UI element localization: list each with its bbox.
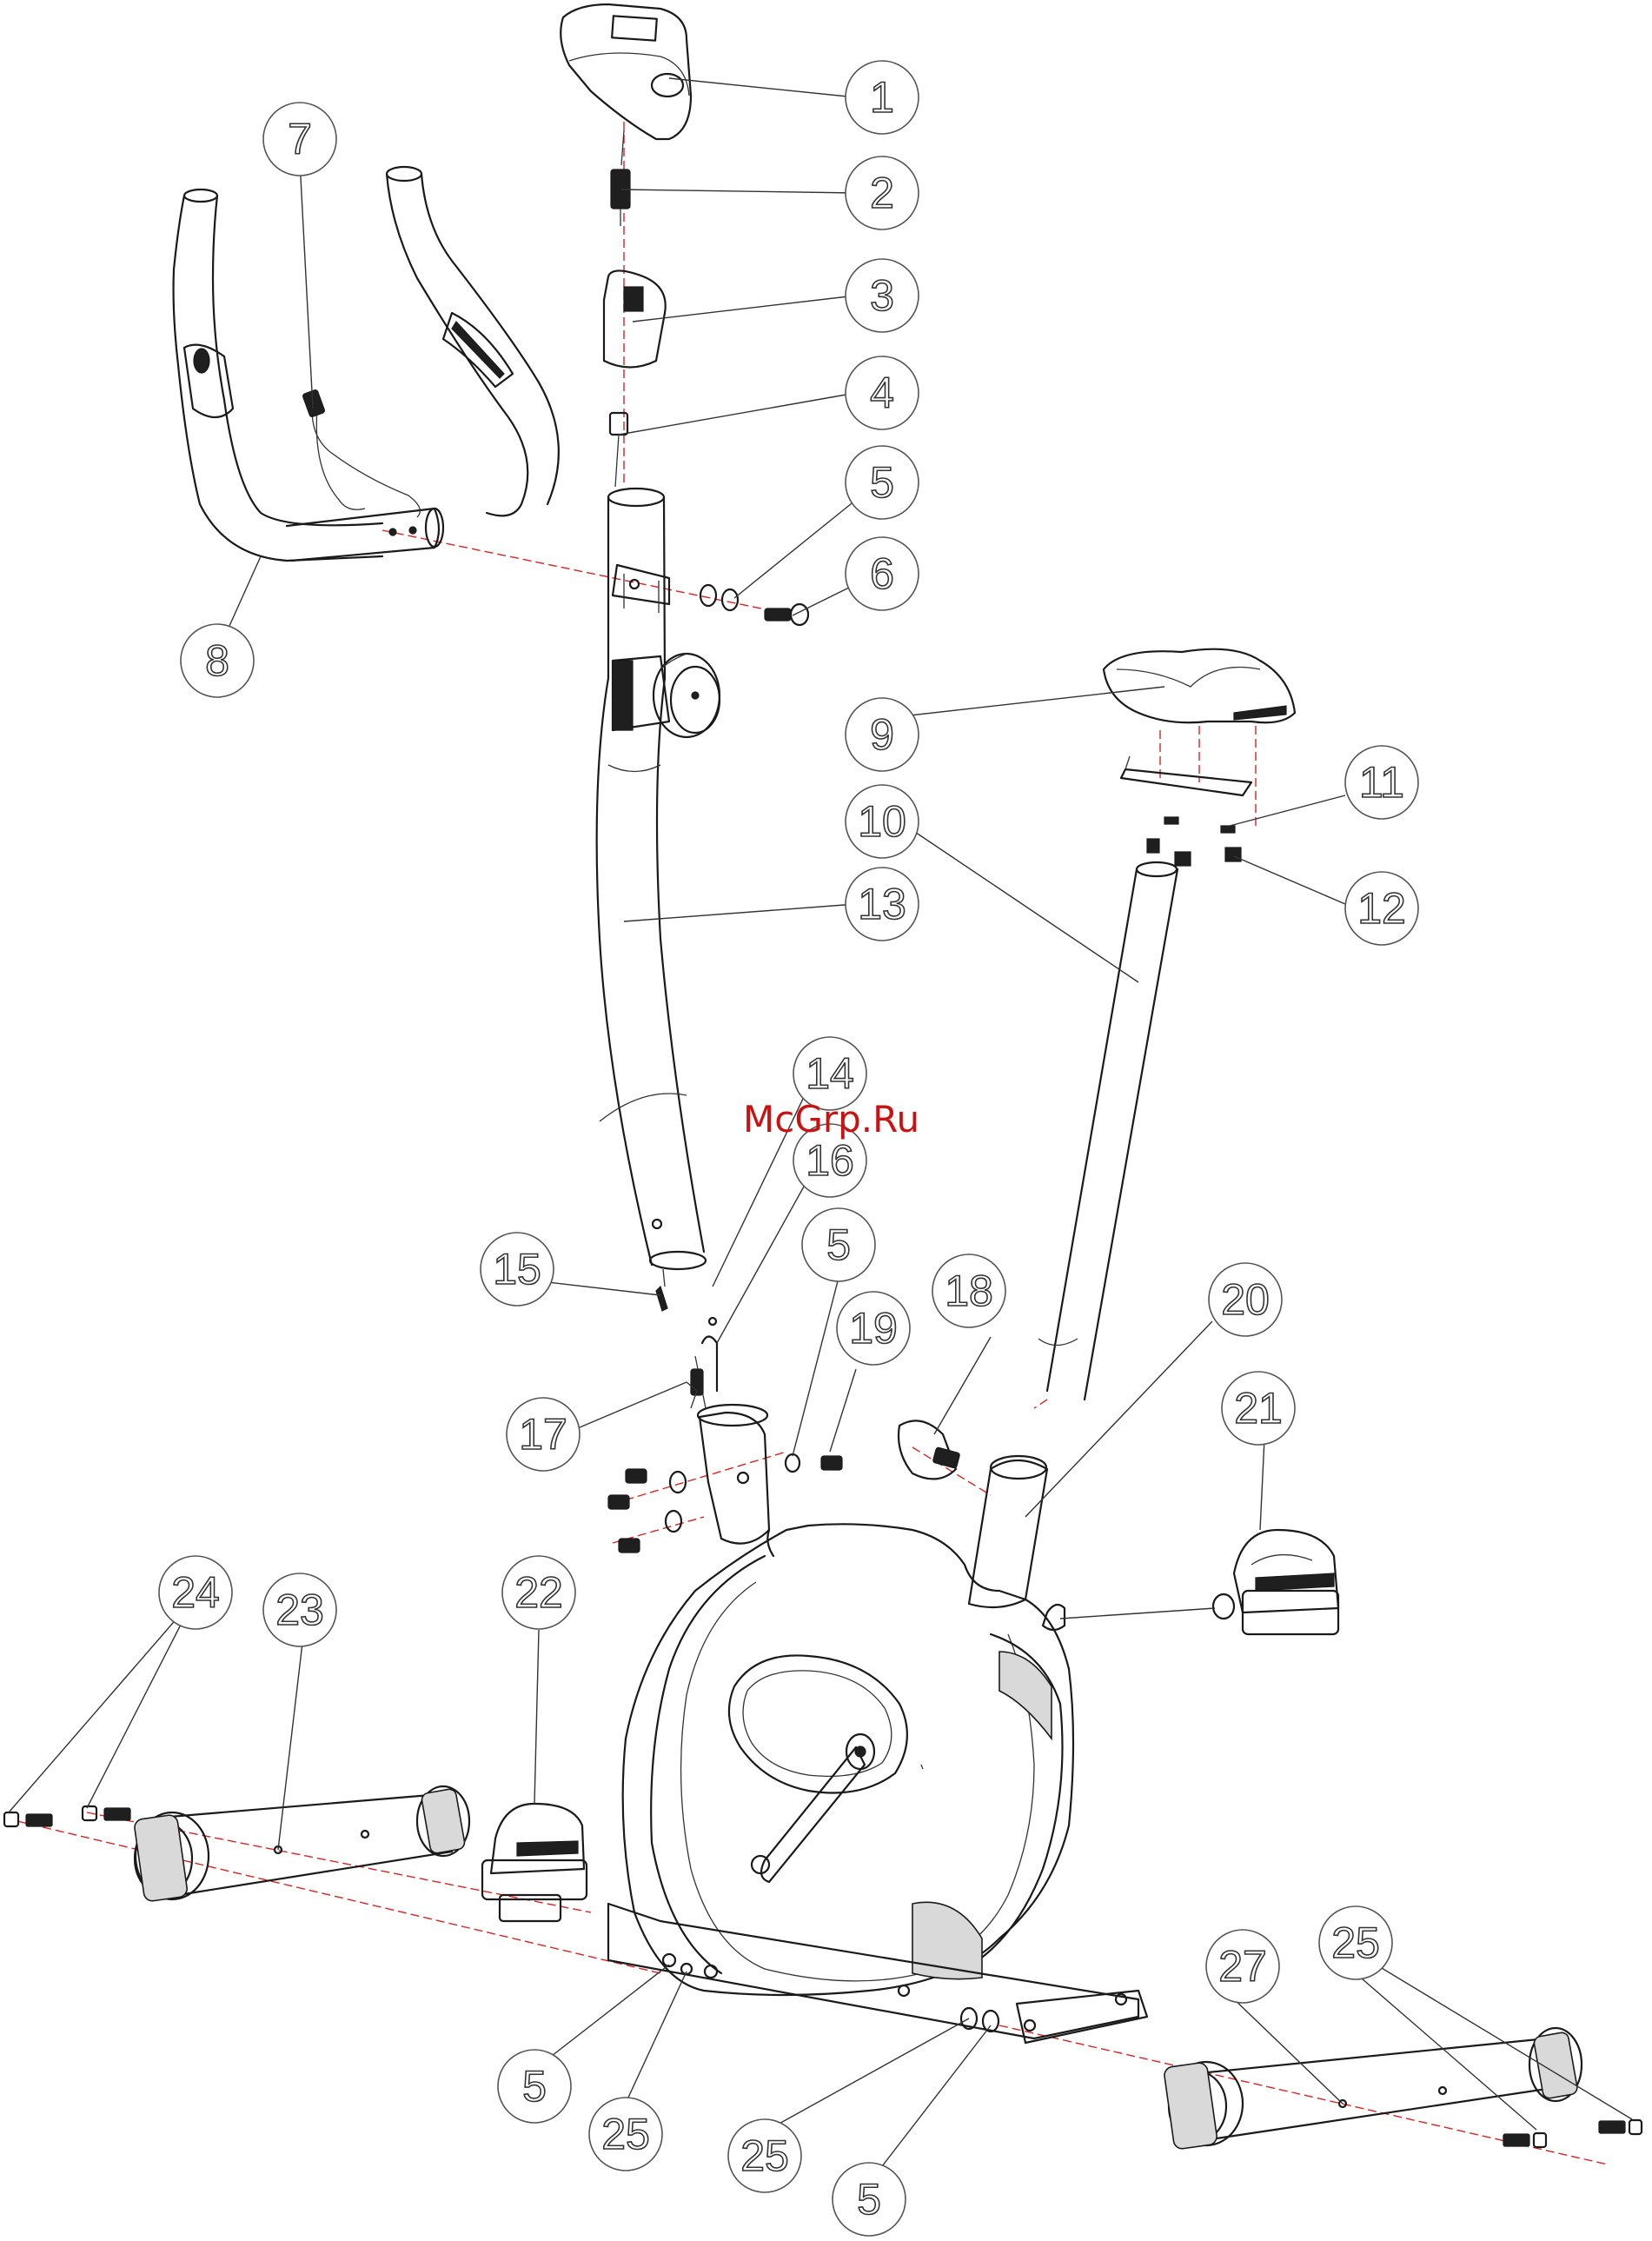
sensor-wire-parts	[656, 1269, 717, 1408]
seat-saddle	[1104, 649, 1295, 723]
callout-25-base-left: 25	[589, 2098, 662, 2171]
pedal-right	[1213, 1530, 1338, 1634]
callout-5-stem: 5	[802, 1208, 875, 1281]
callout-13: 13	[846, 868, 919, 941]
callout-1-label: 1	[870, 73, 894, 122]
callout-1: 1	[846, 61, 919, 134]
callout-13-label: 13	[858, 880, 906, 928]
callout-2: 2	[846, 156, 919, 229]
callout-3: 3	[846, 259, 919, 332]
callout-8-label: 8	[205, 636, 229, 685]
callout-17: 17	[507, 1398, 580, 1471]
callout-11-label: 11	[1359, 758, 1404, 807]
pedal-left	[482, 1804, 587, 1921]
callout-23-label: 23	[275, 1586, 324, 1634]
callout-27: 27	[1206, 1930, 1279, 2003]
front-stem-socket	[608, 1405, 842, 1553]
base-beam	[608, 1904, 1147, 2043]
callout-25-rear: 25	[1319, 1906, 1392, 1979]
callout-5-stem-label: 5	[826, 1220, 851, 1269]
callout-10-label: 10	[858, 797, 906, 846]
callout-10: 10	[846, 785, 919, 858]
callout-15-label: 15	[493, 1245, 541, 1293]
callout-17-label: 17	[519, 1410, 567, 1459]
callout-20: 20	[1209, 1263, 1282, 1336]
callout-2-label: 2	[870, 169, 894, 217]
callout-18-label: 18	[945, 1267, 993, 1315]
callout-22: 22	[502, 1556, 575, 1629]
handlebar	[174, 167, 559, 561]
callout-5-base-left-label: 5	[522, 2062, 547, 2111]
callout-3-label: 3	[870, 271, 894, 320]
callout-23: 23	[263, 1573, 336, 1646]
watermark-text: McGrp.Ru	[743, 1098, 919, 1140]
callout-8: 8	[181, 624, 254, 697]
callout-25-rear-label: 25	[1331, 1918, 1380, 1967]
callout-4: 4	[846, 356, 919, 429]
front-stabilizer	[134, 1786, 469, 1902]
stabilizer-bolts-front	[4, 1806, 130, 1826]
callout-5-base-left: 5	[498, 2050, 571, 2123]
callout-19: 19	[837, 1292, 910, 1365]
callout-5-base-right: 5	[833, 2163, 906, 2236]
callout-25-base-left-label: 25	[601, 2110, 650, 2158]
callout-11: 11	[1345, 746, 1418, 819]
callout-5: 5	[846, 446, 919, 519]
callout-24: 24	[159, 1556, 232, 1629]
stabilizer-bolts-rear	[1503, 2120, 1642, 2147]
callout-19-label: 19	[849, 1304, 898, 1353]
sensor-wire-plug	[610, 413, 627, 487]
callout-21: 21	[1222, 1372, 1295, 1445]
callout-6-label: 6	[870, 549, 894, 598]
callout-14-label: 14	[806, 1049, 854, 1098]
callout-25-base-right-label: 25	[740, 2131, 789, 2180]
handlebar-bracket-hardware	[613, 565, 808, 625]
callout-9: 9	[846, 698, 919, 771]
seat-post	[1038, 862, 1178, 1400]
callout-6: 6	[846, 537, 919, 610]
callout-12-label: 12	[1357, 884, 1406, 933]
callout-5-base-right-label: 5	[857, 2175, 881, 2224]
main-frame-shroud	[623, 1456, 1073, 1995]
callout-15: 15	[481, 1233, 554, 1306]
callout-5-label: 5	[870, 458, 894, 507]
callout-27-label: 27	[1218, 1942, 1267, 1991]
callout-7: 7	[263, 103, 336, 176]
front-post-tube	[597, 489, 720, 1269]
callout-bubbles: 1 2 3 4 5 6 7 8 9 10 11 12 13 14 15 16 5…	[159, 61, 1418, 2236]
callout-21-label: 21	[1234, 1384, 1283, 1433]
callout-7-label: 7	[288, 115, 312, 163]
callout-24-label: 24	[171, 1568, 220, 1617]
callout-9-label: 9	[870, 710, 894, 759]
callout-25-base-right: 25	[728, 2119, 801, 2192]
rear-stabilizer	[1164, 2028, 1582, 2150]
callout-12: 12	[1345, 872, 1418, 945]
callout-16-label: 16	[806, 1136, 854, 1185]
callout-20-label: 20	[1221, 1275, 1270, 1324]
console-computer	[561, 4, 691, 139]
callout-18: 18	[932, 1254, 1005, 1327]
seat-bracket-hardware	[1121, 756, 1251, 866]
console-cable-connector	[611, 130, 630, 226]
callout-4-label: 4	[870, 369, 894, 417]
callout-22-label: 22	[514, 1568, 563, 1617]
